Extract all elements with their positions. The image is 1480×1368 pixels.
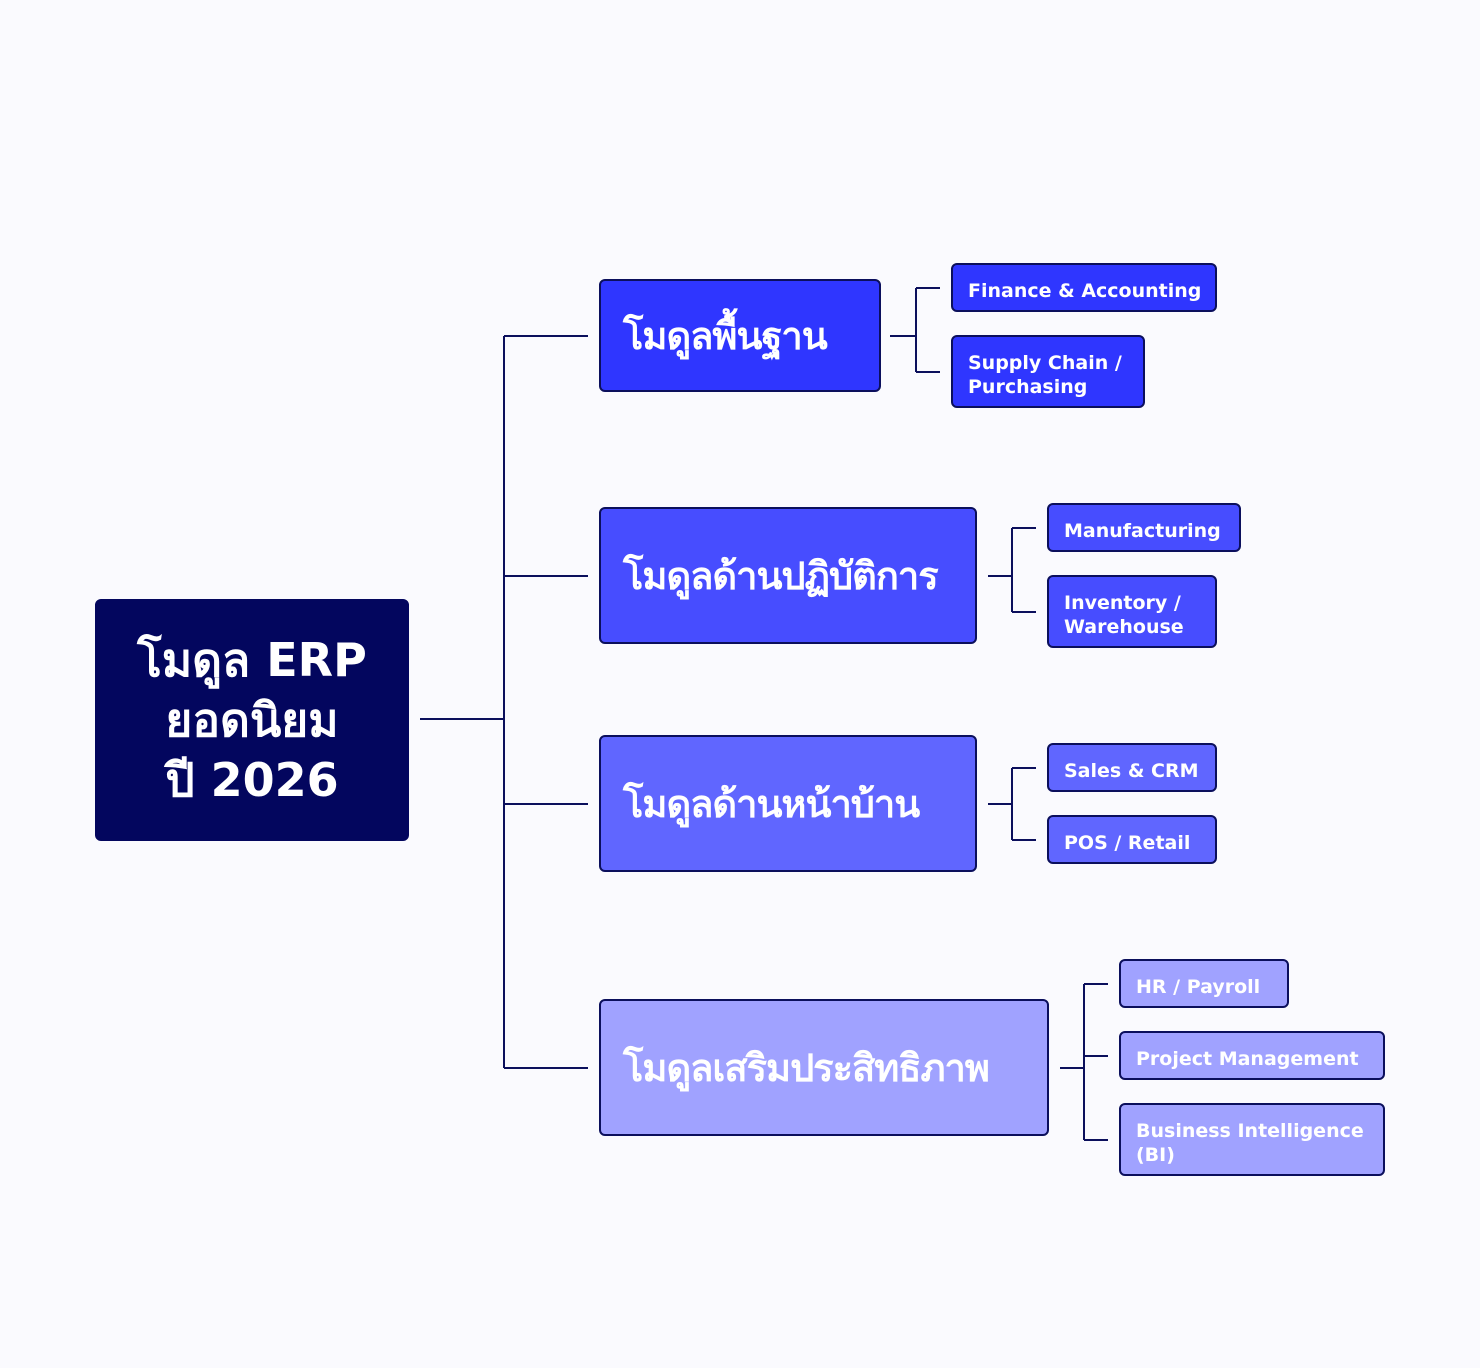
module-inventory: Inventory / Warehouse: [1047, 575, 1217, 648]
module-project-management: Project Management: [1119, 1031, 1385, 1080]
module-hr-payroll: HR / Payroll: [1119, 959, 1289, 1008]
module-sales-crm: Sales & CRM: [1047, 743, 1217, 792]
module-finance-accounting: Finance & Accounting: [951, 263, 1217, 312]
module-manufacturing: Manufacturing: [1047, 503, 1241, 552]
root-title-line: ปี 2026: [165, 753, 339, 807]
module-business-intelligence: Business Intelligence (BI): [1119, 1103, 1385, 1176]
module-supply-chain: Supply Chain / Purchasing: [951, 335, 1145, 408]
root-title-line: ยอดนิยม: [165, 693, 339, 747]
category-front-office-modules: โมดูลด้านหน้าบ้าน: [599, 735, 977, 872]
module-pos-retail: POS / Retail: [1047, 815, 1217, 864]
category-core-modules: โมดูลพื้นฐาน: [599, 279, 881, 392]
root-title-line: โมดูล ERP: [137, 633, 367, 687]
category-operations-modules: โมดูลด้านปฏิบัติการ: [599, 507, 977, 644]
root-node: โมดูล ERP ยอดนิยม ปี 2026: [95, 599, 409, 841]
category-productivity-modules: โมดูลเสริมประสิทธิภาพ: [599, 999, 1049, 1136]
